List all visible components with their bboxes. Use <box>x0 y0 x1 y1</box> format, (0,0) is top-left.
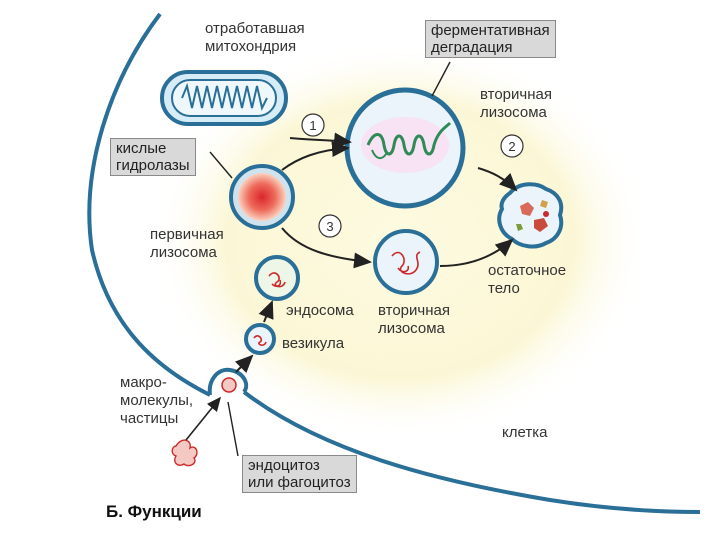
pointer-endocytosis <box>227 401 239 457</box>
pit-particle <box>221 377 237 393</box>
arrow-primary-to-secondary-bottom <box>281 227 372 269</box>
step-1-marker: 1 <box>301 113 325 137</box>
label-vesicle: везикула <box>282 335 345 352</box>
arrow-pit-to-vesicle <box>235 354 254 373</box>
label-endosome: эндосома <box>286 302 354 319</box>
figure-title: Б. Функции <box>106 502 202 521</box>
label-enzymatic-degradation: ферментативная деградация <box>425 20 556 58</box>
label-cell: клетка <box>502 424 548 441</box>
label-secondary-lysosome-top: вторичная лизосома <box>480 86 552 121</box>
label-secondary-lysosome-bottom: вторичная лизосома <box>378 302 450 337</box>
label-endocytosis: эндоцитоз или фагоцитоз <box>242 455 357 493</box>
arrow-secondary-to-residual <box>439 238 514 267</box>
cell-membrane-upper <box>87 12 211 397</box>
mitochondrion <box>160 70 288 126</box>
step-2-number: 2 <box>508 139 515 154</box>
label-primary-lysosome: первичная лизосома <box>150 226 224 261</box>
secondary-lysosome-bottom <box>373 229 439 295</box>
label-macromolecules: макро- молекулы, частицы <box>120 374 194 427</box>
primary-lysosome <box>229 164 295 230</box>
pointer-enzymatic-degradation <box>431 61 451 97</box>
arrow-vesicle-to-endosome <box>258 300 274 323</box>
endosome <box>254 255 300 301</box>
arrow-to-residual-body <box>477 167 518 192</box>
arrow-hydrolase-to-secondary <box>281 141 350 171</box>
secondary-lysosome-top <box>344 87 466 209</box>
cell-membrane-lower <box>242 390 701 514</box>
endocytosis-pit <box>207 367 249 396</box>
step-3-number: 3 <box>326 219 333 234</box>
vesicle <box>244 323 276 355</box>
label-acid-hydrolases: кислые гидролазы <box>110 138 196 176</box>
step-1-number: 1 <box>309 118 316 133</box>
extracellular-particle <box>171 439 198 467</box>
step-3-marker: 3 <box>318 214 342 238</box>
label-residual-body: остаточное тело <box>488 262 567 297</box>
label-worn-mitochondria: отработавшая митохондрия <box>205 20 305 55</box>
step-2-marker: 2 <box>500 134 524 158</box>
pointer-acid-hydrolases <box>209 151 233 179</box>
residual-body <box>497 182 564 249</box>
arrow-particle-to-pit <box>185 396 222 441</box>
